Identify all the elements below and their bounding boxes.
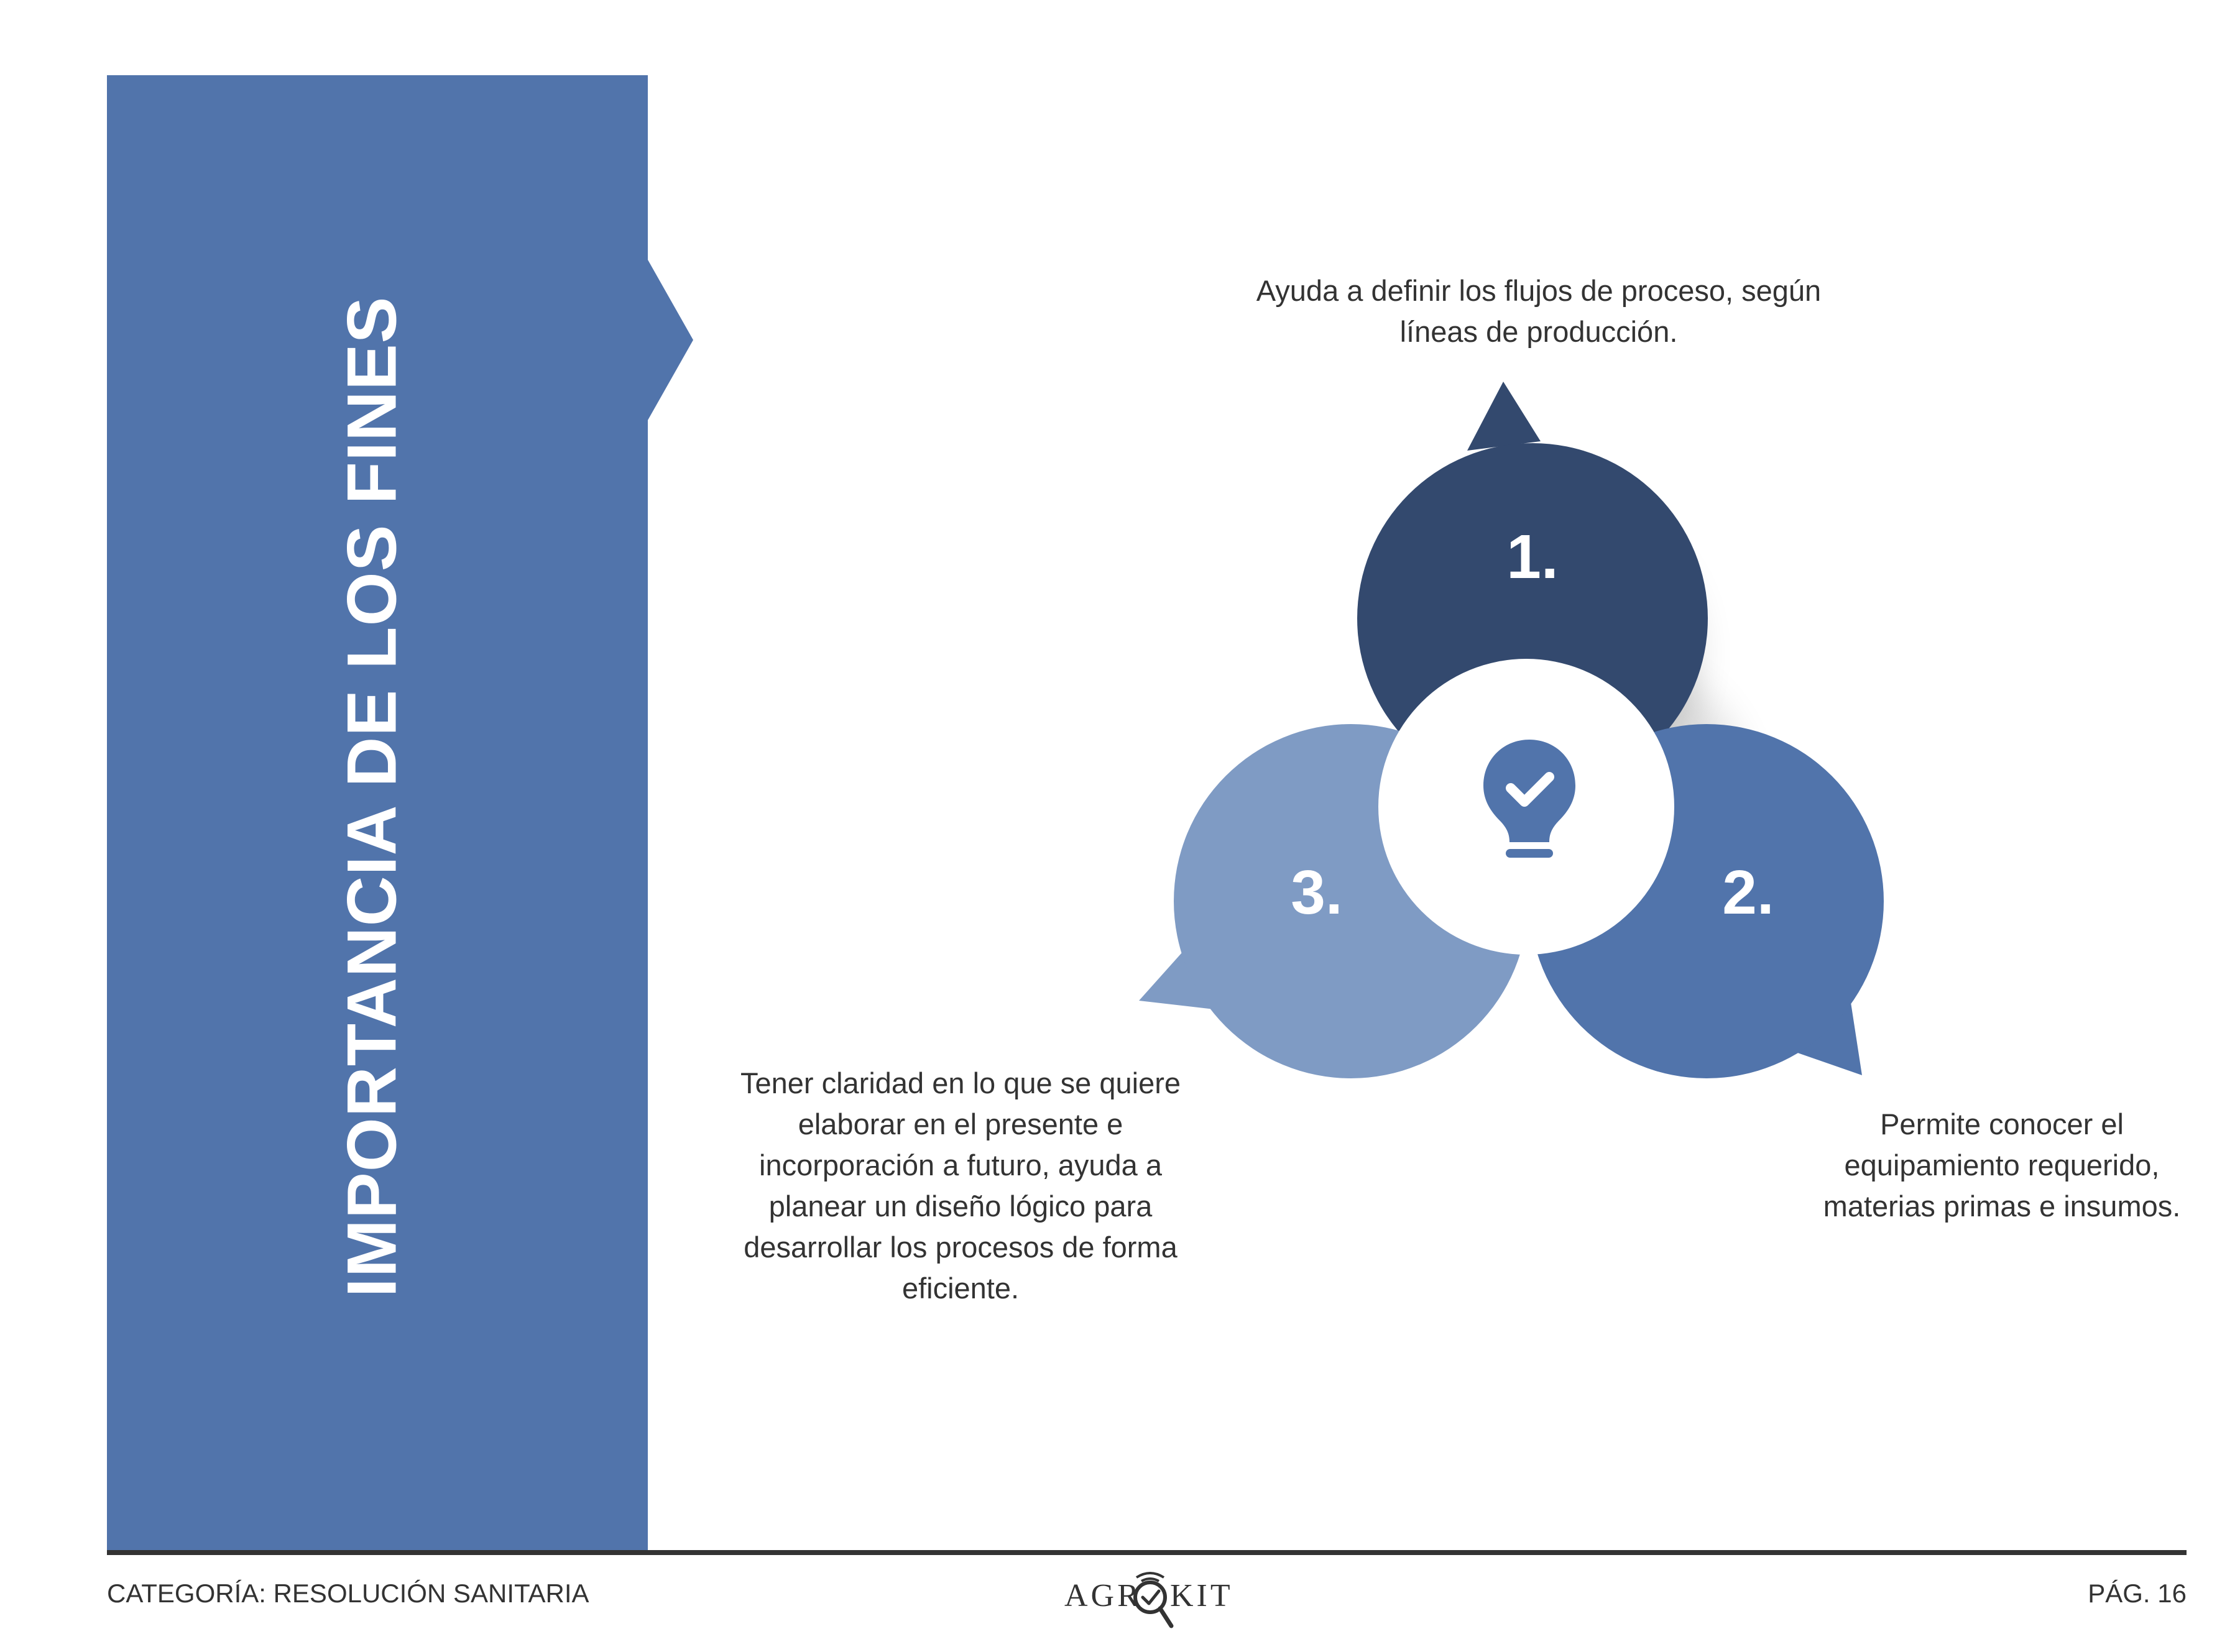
footer-category: CATEGORÍA: RESOLUCIÓN SANITARIA	[107, 1579, 589, 1608]
caption-item-1: Ayuda a definir los flujos de proceso, s…	[1256, 274, 1822, 348]
title-banner-shape	[107, 75, 693, 1550]
number-3: 3.	[1291, 858, 1342, 927]
footer-divider	[107, 1550, 2187, 1555]
pointer-3	[1139, 948, 1220, 1010]
pointer-1	[1467, 382, 1541, 451]
caption-item-2: Permite conocer el equipamiento requerid…	[1823, 1108, 2181, 1223]
magnifier-icon	[1133, 1572, 1174, 1628]
page-number: PÁG. 16	[2088, 1579, 2187, 1608]
lightbulb-check-icon	[1483, 740, 1575, 858]
title-banner	[107, 75, 693, 1550]
logo-text-right: KIT	[1170, 1578, 1233, 1613]
pointer-2	[1791, 994, 1862, 1075]
number-1: 1.	[1506, 522, 1558, 592]
lightbulb-base	[1506, 849, 1553, 858]
three-step-diagram: 1. 2. 3.	[1139, 382, 1884, 1078]
agrokit-logo: AGR KIT	[1057, 1561, 1243, 1642]
check-icon	[1506, 772, 1554, 807]
number-2: 2.	[1722, 858, 1774, 927]
logo-mark: AGR KIT	[1064, 1572, 1233, 1628]
logo-text-left: AGR	[1064, 1578, 1142, 1613]
caption-item-3: Tener claridad en lo que se quiere elabo…	[740, 1067, 1181, 1305]
page-title: IMPORTANCIA DE LOS FINES	[333, 296, 411, 1298]
